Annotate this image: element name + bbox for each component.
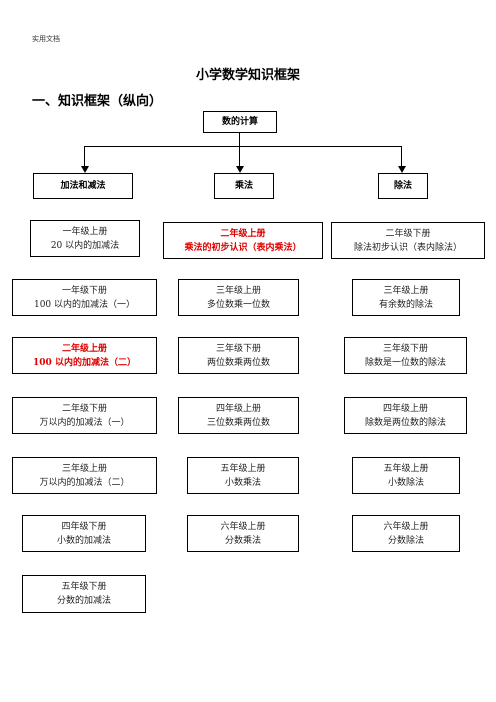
add-item-2: 一年级下册 100 以内的加减法（一）: [12, 279, 157, 316]
grade-label: 三年级下册: [382, 343, 428, 354]
connector-horizontal: [84, 146, 402, 147]
div-item-5: 五年级上册 小数除法: [352, 457, 460, 494]
grade-label: 四年级上册: [382, 403, 428, 414]
arrow-mid: [236, 166, 244, 173]
div-item-1: 二年级下册 除法初步认识（表内除法）: [331, 222, 485, 259]
add-item-5: 三年级上册 万以内的加减法（二）: [12, 457, 157, 494]
div-item-3: 三年级下册 除数是一位数的除法: [344, 337, 467, 374]
grade-label: 三年级上册: [61, 463, 107, 474]
branch-head-label: 加法和减法: [60, 181, 106, 191]
section-heading: 一、知识框架（纵向）: [32, 94, 163, 109]
page-title: 小学数学知识框架: [195, 68, 300, 83]
topic-label: 多位数乘一位数: [206, 299, 270, 310]
header-note: 实用文档: [32, 35, 60, 43]
grade-label: 四年级下册: [61, 521, 107, 532]
grade-label: 五年级上册: [383, 463, 429, 474]
div-item-2: 三年级上册 有余数的除法: [352, 279, 460, 316]
add-item-3: 二年级上册 100 以内的加减法（二）: [12, 337, 157, 374]
arrow-left: [81, 166, 89, 173]
grade-label: 二年级上册: [61, 343, 107, 354]
topic-label: 除数是两位数的除法: [364, 417, 446, 428]
connector-right-drop: [401, 146, 402, 167]
add-item-1: 一年级上册 20 以内的加减法: [30, 220, 140, 257]
grade-label: 二年级下册: [385, 228, 431, 239]
topic-label: 乘法的初步认识（表内乘法）: [184, 242, 302, 253]
arrow-right: [398, 166, 406, 173]
connector-mid-drop: [239, 146, 240, 167]
div-item-4: 四年级上册 除数是两位数的除法: [344, 397, 467, 434]
grade-label: 二年级上册: [220, 228, 266, 239]
add-item-6: 四年级下册 小数的加减法: [22, 515, 146, 552]
mul-item-2: 三年级上册 多位数乘一位数: [178, 279, 299, 316]
topic-label: 小数的加减法: [56, 535, 111, 546]
connector-root-down: [239, 133, 240, 146]
branch-head-mul: 乘法: [214, 173, 274, 199]
grade-label: 三年级下册: [215, 343, 261, 354]
add-item-4: 二年级下册 万以内的加减法（一）: [12, 397, 157, 434]
grade-label: 五年级上册: [220, 463, 266, 474]
topic-label: 100 以内的加减法（二）: [33, 357, 136, 368]
grade-label: 一年级下册: [61, 285, 107, 296]
branch-head-label: 乘法: [234, 181, 253, 191]
topic-label: 万以内的加减法（一）: [39, 417, 130, 428]
mul-item-3: 三年级下册 两位数乘两位数: [178, 337, 299, 374]
topic-label: 小数除法: [387, 477, 424, 488]
grade-label: 三年级上册: [215, 285, 261, 296]
grade-label: 五年级下册: [61, 582, 107, 592]
grade-label: 四年级上册: [215, 403, 261, 414]
root-label: 数的计算: [221, 117, 258, 127]
branch-head-label: 除法: [393, 181, 412, 191]
topic-label: 20 以内的加减法: [50, 240, 120, 251]
topic-label: 分数乘法: [224, 535, 261, 546]
topic-label: 100 以内的加减法（一）: [33, 299, 136, 310]
topic-label: 小数乘法: [224, 477, 261, 488]
grade-label: 二年级下册: [61, 403, 107, 414]
mul-item-4: 四年级上册 三位数乘两位数: [178, 397, 299, 434]
grade-label: 六年级上册: [383, 521, 429, 532]
connector-left-drop: [84, 146, 85, 167]
mul-item-5: 五年级上册 小数乘法: [187, 457, 299, 494]
mul-item-6: 六年级上册 分数乘法: [187, 515, 299, 552]
grade-label: 一年级上册: [62, 226, 108, 237]
topic-label: 三位数乘两位数: [206, 417, 270, 428]
branch-head-add: 加法和减法: [33, 173, 133, 199]
div-item-6: 六年级上册 分数除法: [352, 515, 460, 552]
branch-head-div: 除法: [378, 173, 428, 199]
add-item-7: 五年级下册 分数的加减法: [22, 575, 146, 613]
grade-label: 三年级上册: [383, 285, 429, 296]
topic-label: 除数是一位数的除法: [364, 357, 446, 368]
topic-label: 分数除法: [387, 535, 424, 546]
topic-label: 有余数的除法: [378, 299, 433, 310]
topic-label: 万以内的加减法（二）: [39, 477, 130, 488]
mul-item-1: 二年级上册 乘法的初步认识（表内乘法）: [163, 222, 323, 259]
topic-label: 两位数乘两位数: [206, 357, 270, 368]
grade-label: 六年级上册: [220, 521, 266, 532]
topic-label: 分数的加减法: [56, 596, 111, 606]
topic-label: 除法初步认识（表内除法）: [353, 242, 462, 253]
root-node: 数的计算: [203, 111, 277, 133]
